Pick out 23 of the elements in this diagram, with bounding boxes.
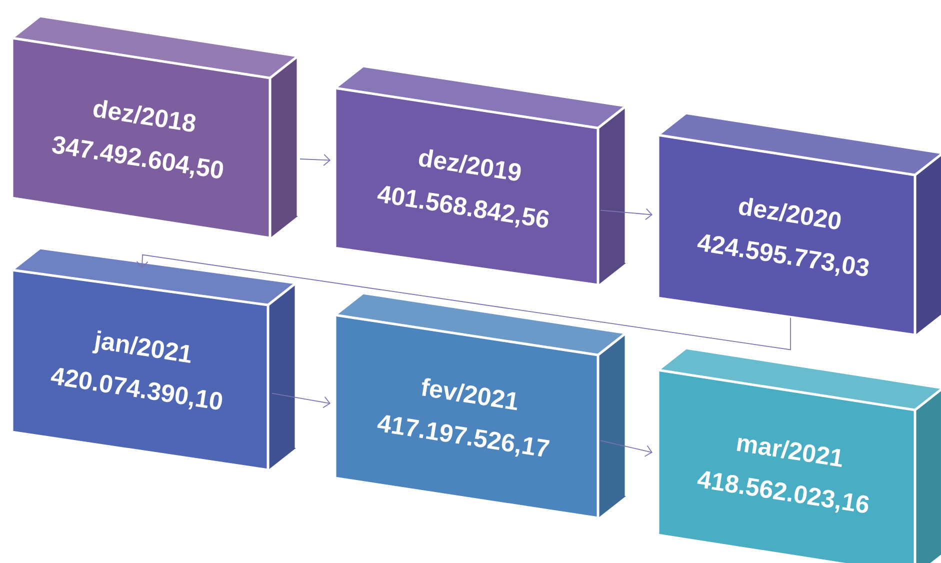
box-text: 424.595.773,03	[697, 234, 869, 276]
3d-box	[656, 112, 941, 336]
box-text: fev/2021	[422, 378, 518, 410]
box-text: mar/2021	[736, 438, 842, 467]
3d-box	[10, 246, 298, 472]
arrow	[600, 208, 652, 220]
box-text: jan/2021	[92, 330, 191, 363]
3d-box	[656, 346, 941, 563]
box-text: 418.562.023,16	[697, 471, 869, 513]
3d-box	[334, 292, 628, 520]
box-text: 401.568.842,56	[377, 186, 549, 228]
arrow	[300, 154, 330, 166]
box-text: dez/2018	[93, 100, 196, 132]
box-text: 420.074.390,10	[50, 368, 222, 410]
3d-box	[334, 64, 628, 286]
box-text: dez/2019	[418, 149, 521, 181]
box-text: 417.197.526,17	[377, 415, 550, 457]
3d-box	[10, 14, 300, 240]
arrow	[272, 392, 331, 408]
arrow	[600, 440, 652, 457]
arrow	[136, 254, 791, 350]
box-text: dez/2020	[738, 198, 841, 230]
box-text: 347.492.604,50	[52, 136, 224, 178]
